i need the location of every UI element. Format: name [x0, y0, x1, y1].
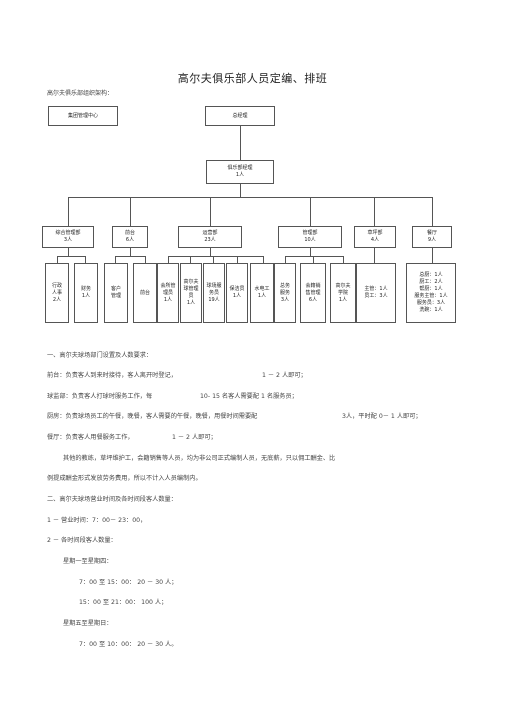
guest-count-heading: 2 － 各时间段客人数量：: [47, 537, 117, 544]
section-heading-departments: 一、高尔夫球场部门设置及人数要求：: [47, 352, 153, 359]
caddie-count: 10- 15 名客人需要配 1 名服务员；: [200, 393, 298, 400]
connector: [432, 197, 433, 226]
connector: [68, 248, 69, 256]
dining-count: 1 － 2 人即可；: [172, 434, 217, 441]
connector: [57, 256, 58, 263]
kitchen-count: 3人，平时配 0－ 1 人即可；: [342, 413, 422, 420]
connector: [374, 248, 375, 263]
weekday-slot-2: 15：00 至 21：00： 100 人；: [79, 599, 168, 606]
connector: [240, 126, 241, 160]
connector: [130, 248, 131, 256]
org-box-group-management: 集团管理中心: [48, 106, 118, 126]
connector: [68, 197, 69, 226]
org-box-turf-staff: 主管：1人员工：3人: [356, 263, 396, 323]
other-staff-text-2: 例提成酬金形式发放劳务费用，所以不计入人员编制内。: [47, 475, 202, 482]
front-desk-text: 前台：负责客人到来时接待，客人离开时登记，: [47, 372, 177, 379]
connector: [310, 197, 311, 226]
connector: [374, 197, 375, 226]
connector: [115, 256, 145, 257]
connector: [85, 256, 86, 263]
weekday-label: 星期一至星期四：: [63, 558, 113, 565]
org-chart-caption: 高尔夫俱乐部组织架构：: [47, 90, 114, 97]
caddie-text: 球监部：负责客人打球时服务工作，每: [47, 393, 153, 400]
connector: [130, 197, 131, 226]
connector: [285, 256, 343, 257]
connector: [115, 256, 116, 263]
org-box-restaurant-staff: 总厨：1人厨工：2人帮厨：1人服务主管：1人服务员：3人洗碗：1人: [406, 263, 456, 323]
connector: [263, 256, 264, 263]
connector: [237, 256, 238, 263]
other-staff-text-1: 其他的教练，草坪维护工，会籍销售等人员，均为非公司正式编制人员，无底薪，只以佣工…: [63, 455, 336, 462]
dining-text: 餐厅：负责客人用餐服务工作，: [47, 434, 134, 441]
connector: [168, 256, 263, 257]
connector: [210, 197, 211, 226]
org-box-general-manager: 总经理: [205, 106, 275, 126]
connector: [432, 248, 433, 263]
connector: [168, 256, 169, 263]
front-desk-count: 1 － 2 人即可；: [262, 372, 307, 379]
connector: [190, 256, 191, 263]
connector: [145, 256, 146, 263]
connector: [57, 256, 85, 257]
weekday-slot-1: 7：00 至 15：00： 20 － 30 人；: [79, 579, 178, 586]
business-hours: 1 － 营业时间：7：00－ 23：00，: [47, 517, 147, 524]
org-box-front-desk: 前台: [133, 263, 157, 323]
weekend-slot-1: 7：00 至 10：00： 20 － 30 人。: [79, 641, 178, 648]
connector: [210, 248, 211, 256]
kitchen-text: 厨房：负责球场员工的午餐，晚餐，客人需要的午餐，晚餐，用餐时间需要配: [47, 413, 258, 420]
connector: [213, 256, 214, 263]
connector: [310, 248, 311, 256]
connector: [313, 256, 314, 263]
section-heading-hours: 二、高尔夫球场营业时间及各时间段客人数量：: [47, 496, 177, 503]
org-box-customer-mgmt: 客户管理: [104, 263, 128, 323]
connector: [285, 256, 286, 263]
connector: [240, 184, 241, 197]
connector: [343, 256, 344, 263]
dept-trunk-line: [68, 197, 432, 198]
weekend-label: 星期五至星期日：: [63, 620, 113, 627]
page-title: 高尔夫俱乐部人员定编、排班: [177, 72, 328, 85]
